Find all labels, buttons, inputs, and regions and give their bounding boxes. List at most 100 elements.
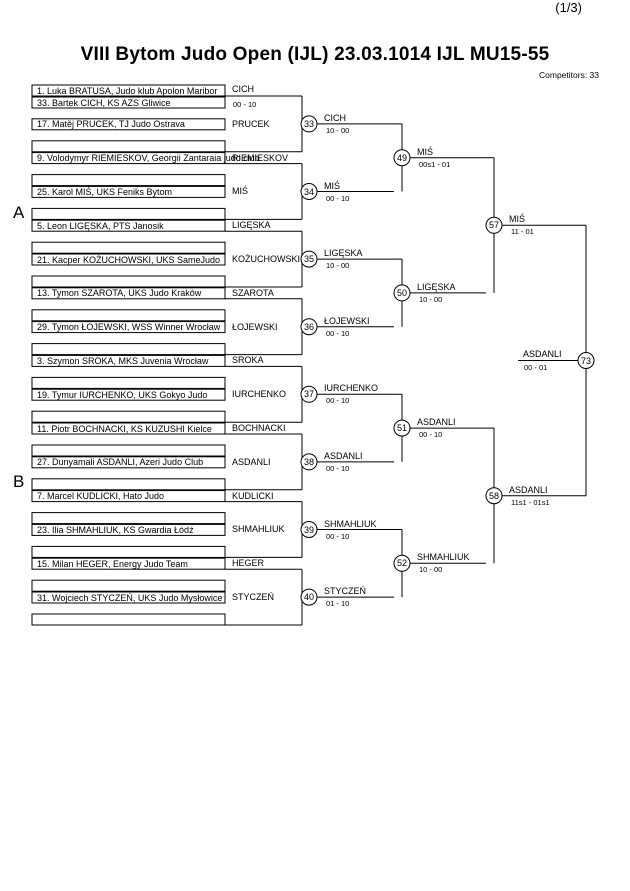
competitor-entry: 7. Marcel KUDLICKI, Hato Judo — [37, 491, 165, 502]
short-name: ASDANLI — [232, 456, 271, 467]
competitor-entry: 9. Volodymyr RIEMIESKOV, Georgii Zantara… — [37, 153, 260, 164]
entry-box — [31, 557, 226, 570]
match-winner: ASDANLI — [509, 484, 548, 495]
entry-box — [31, 84, 226, 97]
entry-box — [31, 444, 226, 457]
match-score: 10 - 00 — [419, 294, 443, 304]
match-winner: SHMAHLIUK — [417, 552, 470, 563]
entry-box — [31, 118, 226, 131]
entry-box — [31, 456, 226, 469]
entry-box — [31, 96, 226, 109]
match-number: 37 — [303, 389, 314, 400]
entry-box — [31, 388, 226, 401]
competitor-entry: 23. Ilia SHMAHLIUK, KS Gwardia Łódź — [37, 524, 194, 535]
entry-box — [31, 613, 226, 626]
short-name: PRUCEK — [232, 118, 270, 129]
page-number: (1/3) — [555, 0, 582, 15]
match-number: 40 — [303, 592, 314, 603]
competitor-entry: 27. Dunyamali ASDANLI, Azeri Judo Club — [37, 457, 204, 468]
match-number: 51 — [396, 423, 407, 434]
short-name: BOCHNACKI — [232, 423, 286, 433]
short-name: SHMAHLIUK — [232, 524, 285, 535]
match-number: 33 — [303, 118, 314, 129]
match-number: 35 — [303, 254, 314, 265]
entry-box — [31, 207, 226, 220]
match-score: 10 - 00 — [419, 565, 443, 575]
entry-box — [31, 591, 226, 604]
entry-box — [31, 253, 226, 266]
entry-box — [31, 410, 226, 423]
entry-box — [31, 354, 226, 367]
match-winner: STYCZEŃ — [324, 586, 367, 597]
short-name: HEGER — [232, 558, 265, 569]
match-number: 36 — [303, 321, 314, 332]
competitor-entry: 1. Luka BRATUSA, Judo klub Apolon Maribo… — [37, 85, 218, 96]
match-score: 10 - 00 — [326, 125, 350, 135]
match-number: 38 — [303, 456, 314, 467]
pool-label-a: A — [13, 203, 25, 222]
short-name: SROKA — [232, 355, 264, 366]
match-winner: LIGĘSKA — [324, 248, 363, 259]
match-score: 00 - 10 — [419, 430, 443, 440]
match-number: 58 — [488, 490, 499, 501]
short-name: ŁOJEWSKI — [232, 321, 278, 332]
match-number: 34 — [303, 186, 314, 197]
entry-box — [31, 152, 226, 165]
entry-box — [31, 219, 226, 232]
entry-box — [31, 512, 226, 525]
match-number: 39 — [303, 524, 314, 535]
entry-box — [31, 523, 226, 536]
match-score: 00 - 01 — [524, 362, 548, 372]
match-number: 50 — [396, 287, 407, 298]
match-score: 00 - 10 — [326, 328, 350, 338]
entry-box — [31, 140, 226, 153]
entry-box — [31, 478, 226, 491]
match-score: 00 - 10 — [326, 463, 350, 473]
match-winner: MIŚ — [509, 214, 526, 225]
match-winner: CICH — [324, 112, 346, 123]
entry-box — [31, 545, 226, 558]
competitor-entry: 11. Piotr BOCHNACKI, KS KUZUSHI Kielce — [37, 423, 212, 434]
match-score: 00s1 - 01 — [419, 159, 451, 169]
entry-box — [31, 275, 226, 288]
entry-box — [31, 343, 226, 356]
competitor-entry: 15. Milan HEGER, Energy Judo Team — [37, 558, 188, 569]
match-winner: IURCHENKO — [324, 383, 379, 394]
match-winner: ASDANLI — [324, 450, 363, 461]
pool-label-b: B — [13, 472, 25, 491]
entry-box — [31, 321, 226, 334]
short-name: KUDLICKI — [232, 490, 274, 501]
match-winner: MIŚ — [417, 146, 434, 157]
short-name: STYCZEŃ — [232, 592, 275, 602]
entry-box — [31, 241, 226, 254]
match-score: 10 - 00 — [326, 261, 350, 271]
short-name: LIGĘSKA — [232, 220, 271, 231]
competitor-entry: 17. Matěj PRUCEK, TJ Judo Ostrava — [37, 119, 185, 130]
entry-box — [31, 376, 226, 389]
match-score: 00 - 10 — [326, 396, 350, 406]
match-number: 73 — [580, 355, 591, 366]
entry-box — [31, 287, 226, 300]
match-number: 52 — [396, 558, 407, 569]
match-winner: ASDANLI — [523, 348, 562, 359]
entry-box — [31, 490, 226, 503]
match-winner: MIŚ — [324, 180, 341, 191]
entry-box — [31, 185, 226, 198]
match-winner: SHMAHLIUK — [324, 518, 377, 529]
first-round-score: 00 - 10 — [233, 100, 257, 109]
match-score: 00 - 10 — [326, 193, 350, 203]
competitor-entry: 5. Leon LIGĘSKA, PTS Janosik — [37, 220, 164, 231]
entry-box — [31, 309, 226, 322]
page-title: VIII Bytom Judo Open (IJL) 23.03.1014 IJ… — [80, 44, 550, 65]
match-winner: ASDANLI — [417, 417, 456, 428]
competitor-entry: 25. Karol MIŚ, UKS Feniks Bytom — [37, 186, 173, 197]
entry-box — [31, 174, 226, 187]
short-name: CICH — [232, 84, 254, 94]
match-winner: ŁOJEWSKI — [324, 315, 370, 326]
match-score: 01 - 10 — [326, 599, 350, 609]
match-winner: LIGĘSKA — [417, 281, 456, 292]
competitor-entry: 3. Szymon SROKA, MKS Juvenia Wrocław — [37, 355, 209, 366]
match-score: 00 - 10 — [326, 531, 350, 541]
match-number: 57 — [488, 220, 499, 231]
